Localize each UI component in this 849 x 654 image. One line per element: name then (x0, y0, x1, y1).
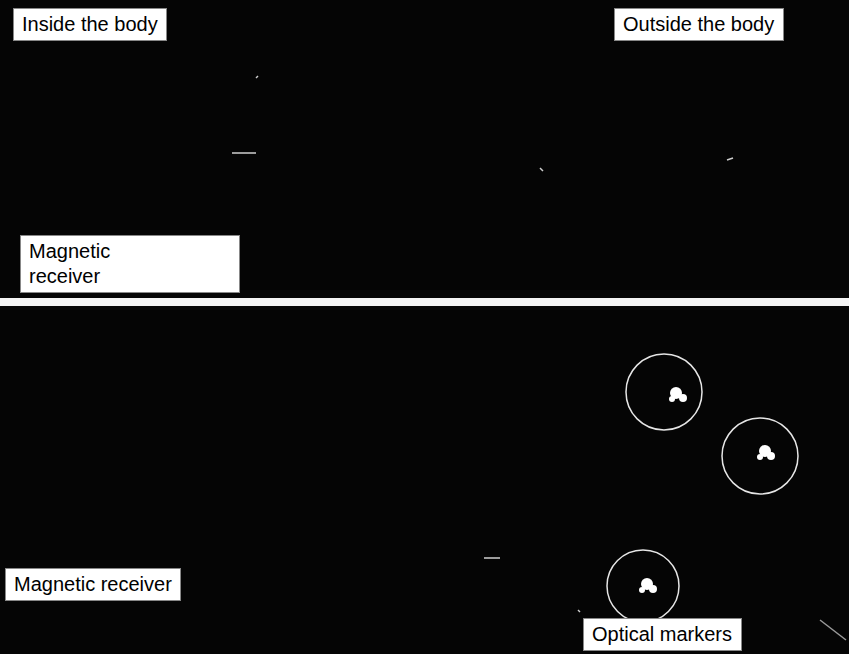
top-photo (0, 0, 849, 298)
annotation-label: Optical markers (592, 622, 733, 647)
optical-marker-blobs (639, 387, 775, 593)
annotation-label: Outside the body (623, 12, 775, 37)
label-box: Magnetic receiver (5, 568, 181, 601)
bottom-photo (0, 306, 849, 654)
faint-features (232, 76, 846, 640)
label-box: Magnetic receiver (20, 235, 240, 293)
panel-separator (0, 298, 849, 306)
label-box: Optical markers (583, 618, 742, 651)
marker-circles (607, 354, 798, 622)
annotation-label: Inside the body (22, 12, 158, 37)
annotation-label: Magnetic receiver (29, 239, 110, 289)
label-box: Inside the body (13, 8, 167, 41)
annotation-label: Magnetic receiver (14, 572, 172, 597)
label-box: Outside the body (614, 8, 784, 41)
